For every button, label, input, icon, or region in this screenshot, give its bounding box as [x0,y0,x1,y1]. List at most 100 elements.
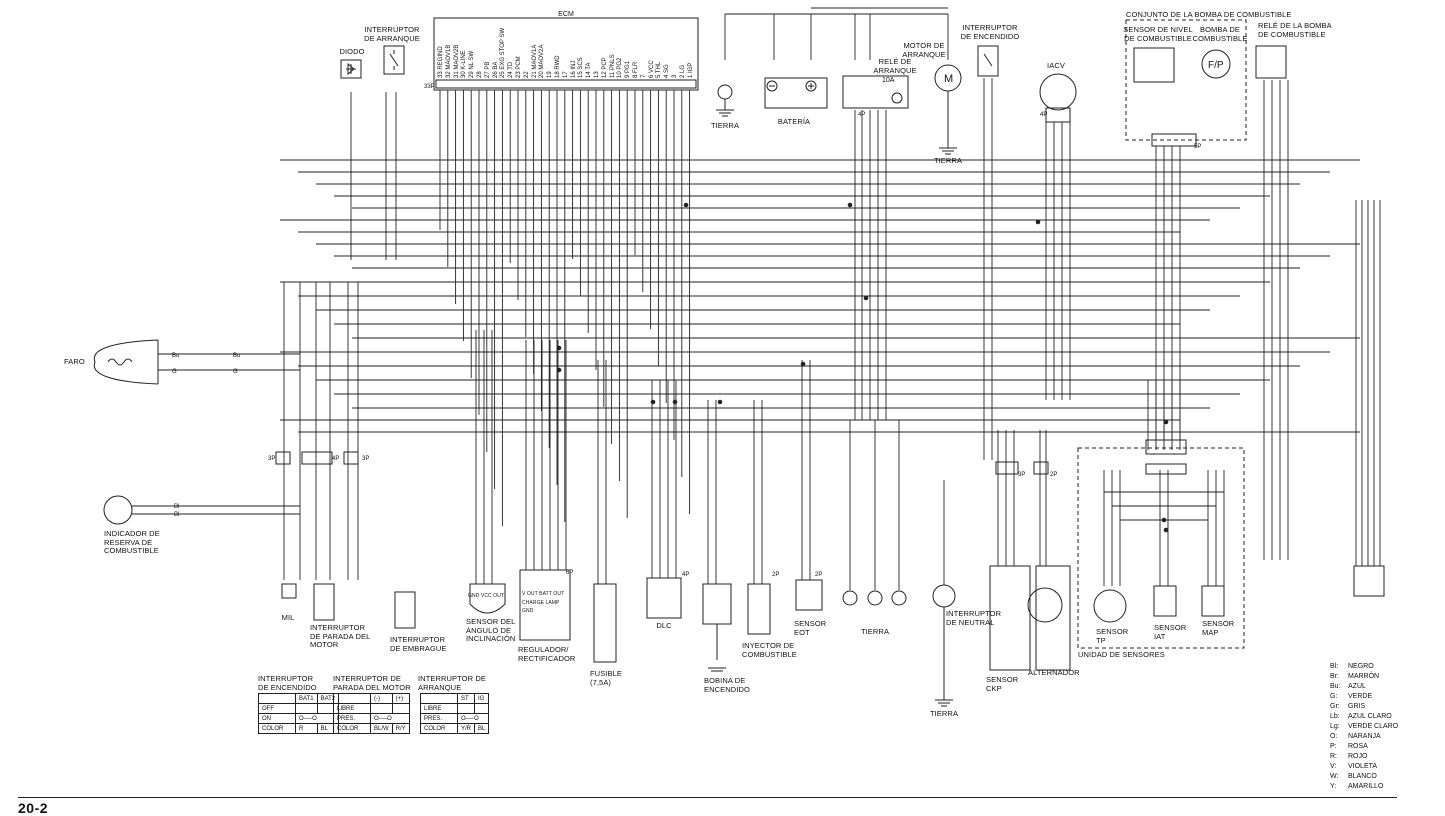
conn-4p-c: 4P [858,112,865,118]
stop-table-title: INTERRUPTOR DE PARADA DEL MOTOR [333,674,411,692]
ecm-pin-label: 20 MAOV2A [539,44,546,78]
stop-switch-table: (-)(+) LIBRE PRES.o──o COLORBl/WR/Y [333,693,410,734]
legend-name: BLANCO [1348,773,1377,780]
ignition-table-title: INTERRUPTOR DE ENCENDIDO [258,674,317,692]
legend-code: R: [1330,753,1337,760]
iat-label: SENSOR IAT [1154,623,1187,641]
ecm-pin-label: 28 [477,71,483,78]
ecm-pin-label: 1 IGP [687,62,694,78]
legend-code: G: [1330,693,1338,700]
alternator-label: ALTERNADOR [1028,668,1080,677]
neutral-switch-label: INTERRUPTOR DE NEUTRAL [946,609,1002,627]
conn-2p-a: 2P [1050,472,1057,478]
legend-row: Br:MARRÓN [1330,672,1398,682]
fuel-pump-relay-icon [1255,45,1287,79]
bank-angle-pins: GND VCC OUT [468,593,505,599]
fp-symbol: F/P [1208,60,1224,71]
fuel-pump-assembly-label: CONJUNTO DE LA BOMBA DE COMBUSTIBLE [1126,10,1292,19]
junction-dot [800,361,806,367]
fuel-level-sensor-icon [1133,47,1175,83]
ecm-pin-label: 11 PNLS [609,54,616,78]
fuel-pump-label: BOMBA DE COMBUSTIBLE [1192,25,1248,43]
ecm-pin-label: 13 [594,71,600,78]
ecm-box [433,17,699,91]
junction-dot [1163,527,1169,533]
fuel-reserve-label: INDICADOR DE RESERVA DE COMBUSTIBLE [104,529,160,555]
connector-block [1145,439,1187,455]
connector-block [1145,463,1187,475]
reserva-bl-1: Bl [174,504,179,510]
fuel-pump-relay-label: RELÉ DE LA BOMBA DE COMBUSTIBLE [1258,21,1332,39]
ground-label-2: TIERRA [933,156,963,165]
ecm-title: ECM [558,11,574,18]
motor-symbol: M [944,73,953,85]
legend-name: AZUL CLARO [1348,713,1392,720]
legend-name: VIOLETA [1348,763,1378,770]
ecm-pin-label: 25 EXG STOP SW [500,27,507,78]
ckp-label: SENSOR CKP [986,675,1019,693]
junction-dot [672,399,678,405]
ecm-pin-label: 5 THL [656,61,663,78]
ecm-pin-label: 12 PCP [601,57,608,78]
battery-icon [764,77,828,109]
legend-code: Bl: [1330,663,1339,670]
ground-icon [842,590,858,606]
fuel-level-sensor-label: SENSOR DE NIVEL DE COMBUSTIBLE [1123,25,1193,43]
ecm-pin-label: 4 SG [664,64,671,78]
tp-sensor-icon [1093,589,1127,623]
ground-icon [717,84,733,100]
legend-code: Bu: [1330,683,1341,690]
ecm-pin-label: 14 TA [586,62,593,78]
conn-4p-d: 4P [682,572,689,578]
legend-row: Bl:NEGRO [1330,662,1398,672]
legend-row: Lb:AZUL CLARO [1330,712,1398,722]
conn-3p-c: 3P [1018,472,1025,478]
ecm-pin-label: 19 [547,71,554,78]
fuel-reserve-indicator-icon [103,495,133,525]
battery-label: BATERÍA [777,117,811,126]
diode-label: DIODO [339,47,365,56]
legend-row: Bu:AZUL [1330,682,1398,692]
legend-name: MARRÓN [1348,673,1380,680]
legend-code: P: [1330,743,1337,750]
junction-dot [683,202,689,208]
ckp-sensor-icon [989,565,1031,671]
diode-icon [340,59,362,79]
legend-row: V:VIOLETA [1330,762,1398,772]
engine-stop-label: INTERRUPTOR DE PARADA DEL MOTOR [310,623,371,649]
tp-label: SENSOR TP [1096,627,1129,645]
ecm-pin-label: 7 [640,74,647,78]
footer-rule [18,797,1397,798]
regulator-pins: V OUT BATT OUT CHARGE LAMP GND [522,591,565,614]
ground-label: TIERRA [710,121,740,130]
legend-code: Lg: [1330,723,1340,730]
legend-name: VERDE CLARO [1348,723,1399,730]
ecm-pin-label: 17 [562,71,569,78]
ecm-pin-label: 10 PG2 [617,57,624,78]
ecm-pin-label: 16 INJ [570,60,577,78]
ecm-pin-label: 6 VCC [648,60,655,78]
fuel-pump-assembly [1125,19,1247,141]
ecm-pin-label: 24 TD [508,61,515,78]
ecm-pin-label: 9 PG1 [625,60,632,78]
mil-icon [281,583,297,599]
iacv-label: IACV [1047,61,1065,70]
wire-harness [132,7,1381,590]
injector-label: INYECTOR DE COMBUSTIBLE [742,641,797,659]
junction-dot [1035,219,1041,225]
injector-icon [747,583,771,635]
fuse-icon [593,583,617,663]
bank-angle-label: SENSOR DEL ÁNGULO DE INCLINACIÓN [466,617,516,643]
junction-dot [1163,419,1169,425]
ignition-switch-icon [977,45,999,77]
legend-name: GRIS [1348,703,1366,710]
ecm-pin-label: 29 NL SW [469,50,476,78]
sensor-unit-label: UNIDAD DE SENSORES [1078,650,1165,659]
junction-dot [556,367,562,373]
start-table-title: INTERRUPTOR DE ARRANQUE [418,674,486,692]
legend-name: ROJO [1348,753,1368,760]
faro-g-left: G [172,369,177,375]
